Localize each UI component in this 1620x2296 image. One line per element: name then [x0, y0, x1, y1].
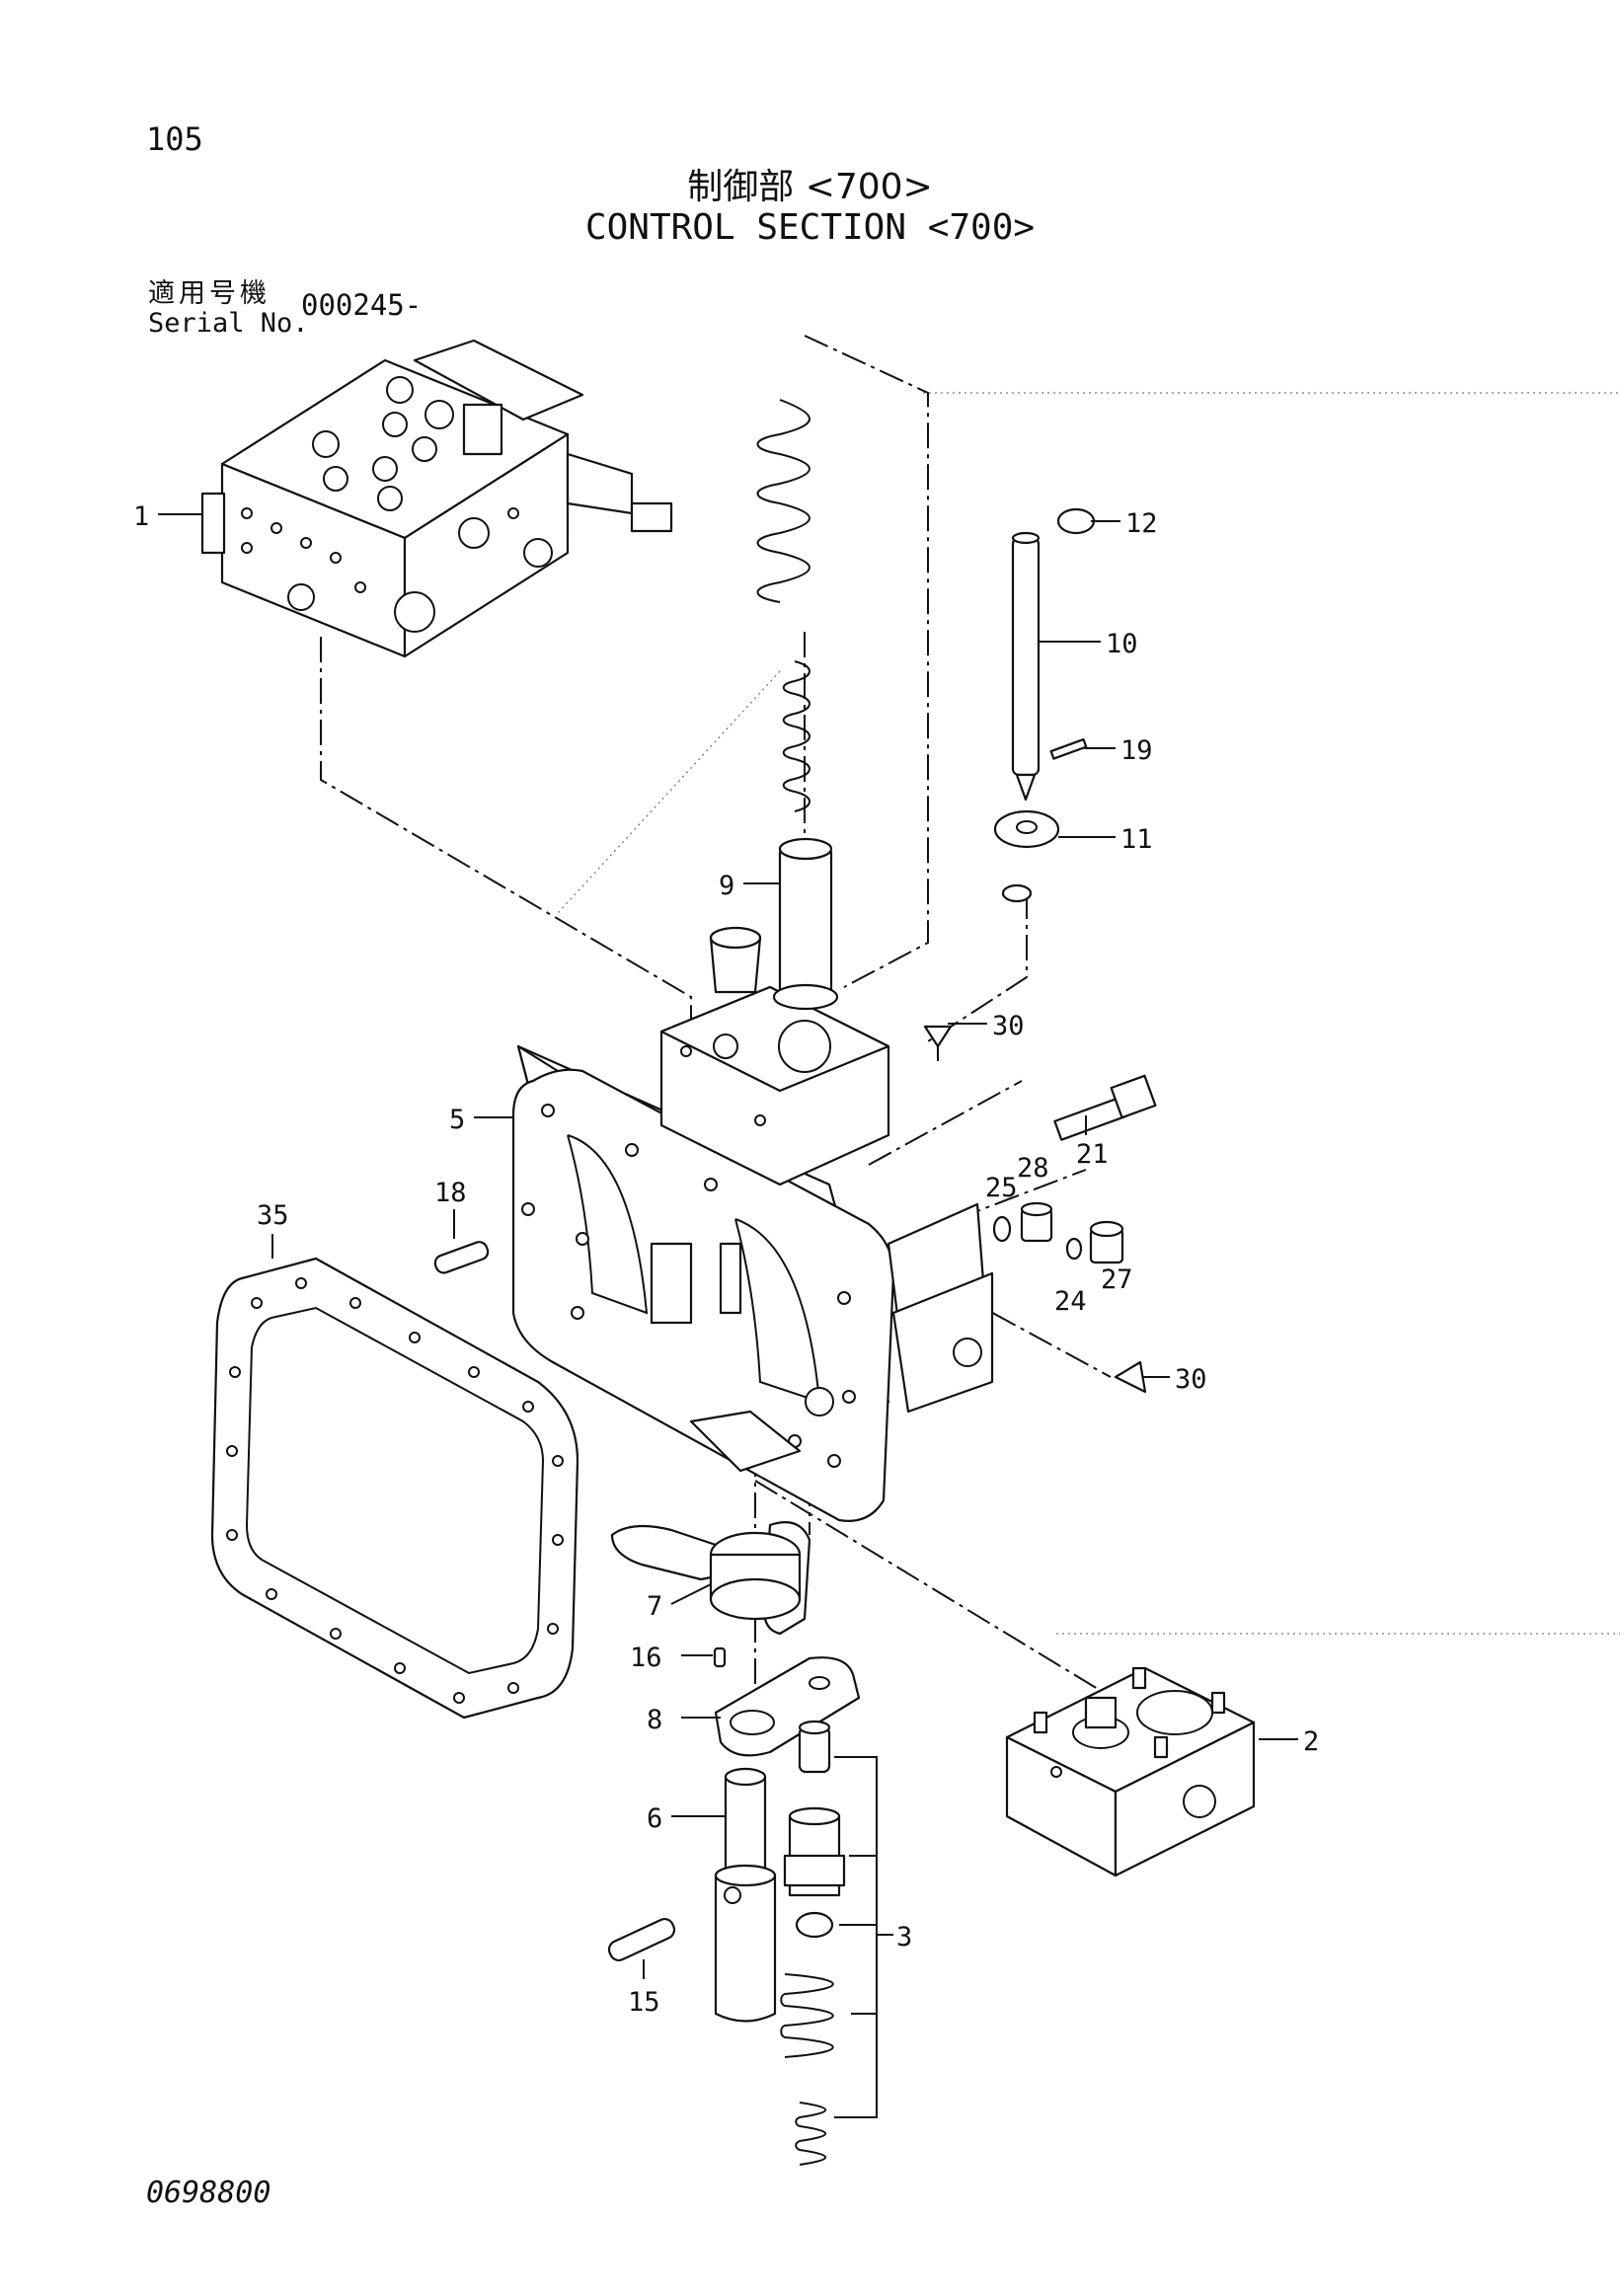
part-24-o-ring: [1065, 1237, 1083, 1261]
callout-35: 35: [257, 1200, 289, 1231]
part-11-washer: [993, 809, 1060, 903]
part-5-control-housing: [511, 985, 994, 1522]
leader-lines: [158, 513, 1298, 1979]
callout-2: 2: [1303, 1726, 1319, 1757]
callout-1: 1: [133, 501, 149, 532]
part-19-pin: [1049, 737, 1088, 760]
part-35-gasket: [210, 1257, 579, 1720]
part-28-plug: [1020, 1201, 1053, 1243]
callout-24: 24: [1054, 1286, 1087, 1317]
part-1-valve-block: [200, 339, 673, 658]
callout-labels: 1 2 3 5 6 7 8 9 10 11 12 15 16 18 19 21 …: [133, 501, 1319, 2018]
serial-number-value: 000245-: [301, 288, 423, 322]
part-12-snap-ring: [1056, 507, 1096, 535]
part-15-pin: [607, 1918, 676, 1961]
part-8-link-plate: [714, 1656, 861, 1757]
callout-25: 25: [985, 1173, 1018, 1203]
part-25-o-ring: [992, 1215, 1012, 1243]
part-30-screw-top: [923, 1025, 953, 1061]
part-3-spool-assembly: [780, 1720, 878, 2166]
callout-15: 15: [628, 1987, 660, 2018]
page-title-english: CONTROL SECTION <700>: [584, 207, 1036, 248]
page-title-japanese: 制御部 <700>: [687, 167, 933, 207]
part-7-lever: [610, 1521, 811, 1636]
callout-5: 5: [449, 1105, 465, 1135]
part-18-pin: [433, 1241, 490, 1274]
part-2-cover-block: [1005, 1666, 1256, 1877]
part-6-piston: [714, 1767, 777, 2023]
callout-19: 19: [1120, 735, 1153, 766]
callout-8: 8: [647, 1705, 662, 1735]
callout-7: 7: [647, 1591, 662, 1622]
callout-12: 12: [1125, 508, 1158, 539]
part-27-plug: [1089, 1220, 1124, 1264]
callout-9: 9: [719, 871, 734, 901]
part-10-rod: [1011, 531, 1041, 802]
callout-16: 16: [630, 1643, 662, 1673]
callout-30-top: 30: [992, 1011, 1025, 1041]
plug-cap: [709, 926, 762, 994]
serial-label-japanese: 適用号機: [148, 278, 270, 309]
callout-18: 18: [434, 1178, 467, 1208]
callout-28: 28: [1017, 1153, 1049, 1184]
document-code: 0698800: [146, 2176, 271, 2210]
part-spring-stack-upper: [756, 399, 810, 812]
part-16-pin: [713, 1646, 727, 1668]
part-21-bolt: [1053, 1074, 1157, 1141]
page-number: 105: [146, 120, 203, 158]
callout-27: 27: [1101, 1264, 1133, 1295]
dotted-reference-lines: [557, 392, 1620, 1635]
callout-6: 6: [647, 1803, 662, 1834]
callout-11: 11: [1120, 824, 1153, 855]
callout-3: 3: [896, 1922, 912, 1952]
callout-30-side: 30: [1175, 1364, 1207, 1395]
callout-21: 21: [1076, 1139, 1109, 1170]
part-9-sleeve: [772, 837, 839, 1011]
callout-10: 10: [1106, 629, 1138, 659]
serial-label-english: Serial No.: [148, 308, 309, 339]
